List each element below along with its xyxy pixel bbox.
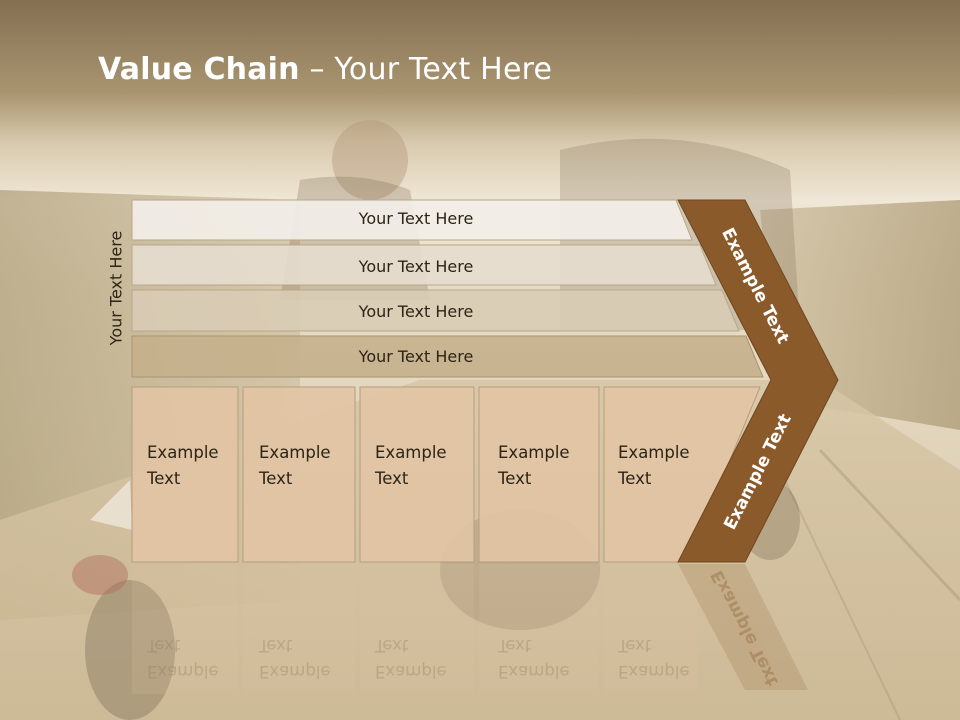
row-label-4: Your Text Here [358,347,474,366]
cell-label-3-line2: Text [375,469,409,488]
cell-box-4[interactable] [478,386,600,563]
title-bold: Value Chain [98,52,300,87]
slide-title: Value Chain – Your Text Here [98,52,552,87]
cell-label-5-line2: Text [618,469,652,488]
row-bar-1[interactable] [131,199,693,241]
row-label-3: Your Text Here [358,302,474,321]
side-label: Your Text Here [106,230,126,346]
row-label-2: Your Text Here [358,257,474,276]
cell-label-1-line1: Example [147,443,219,462]
cell-label-3: Example Text [375,440,447,492]
cell-box-2[interactable] [242,386,356,563]
cell-label-3-line1: Example [375,443,447,462]
cell-label-1-line2: Text [147,469,181,488]
row-bar-3[interactable] [131,289,740,332]
cell-label-4-line2: Text [498,469,532,488]
cell-label-5-line1: Example [618,443,690,462]
row-bar-2[interactable] [131,244,717,286]
cell-box-1[interactable] [131,386,239,563]
row-label-1: Your Text Here [358,209,474,228]
row-bar-4[interactable] [131,335,764,378]
title-rest: – Your Text Here [299,52,553,87]
cell-label-4: Example Text [498,440,570,492]
cell-label-5: Example Text [618,440,690,492]
cell-box-3[interactable] [359,386,475,563]
cell-label-2-line2: Text [259,469,293,488]
cell-label-2: Example Text [259,440,331,492]
chevron-arrow[interactable] [677,199,839,563]
diagram-reflection [132,564,808,694]
cell-label-1: Example Text [147,440,219,492]
cell-label-4-line1: Example [498,443,570,462]
cell-label-2-line1: Example [259,443,331,462]
